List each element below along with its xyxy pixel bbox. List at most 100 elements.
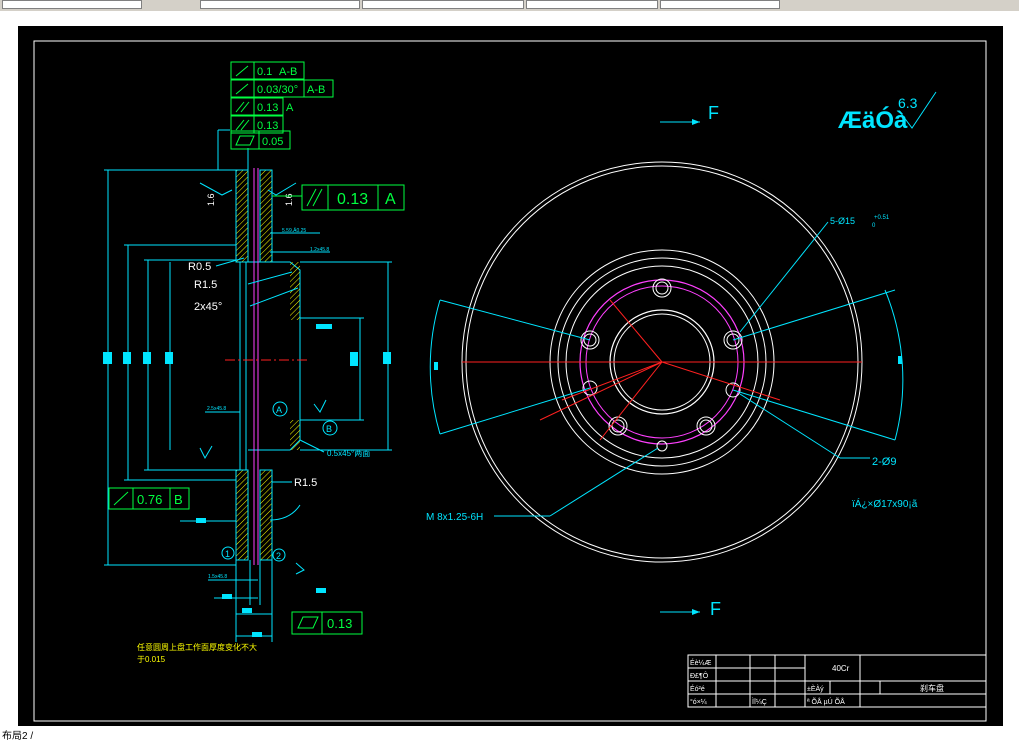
small-hole — [582, 380, 598, 396]
dim-text-small — [242, 608, 252, 613]
dim-text-178 — [123, 352, 131, 364]
dim-mark — [434, 362, 438, 370]
drawing-title: ÆäÓà — [838, 106, 908, 134]
front-view: 5-Ø15 +0.51 0 2-Ø9 M 8x1.25-6H ïÁ¿×Ø17x9… — [426, 91, 937, 619]
tb-checker: Ð£¶Ô — [690, 671, 709, 680]
angle-arc-left — [429, 299, 441, 435]
label-mark-2: 2 — [276, 551, 281, 561]
parallel-icon — [235, 119, 245, 131]
dim-text-side — [196, 518, 206, 523]
tol-0-datum: A-B — [279, 66, 297, 78]
toolbar-field-1[interactable] — [2, 0, 142, 9]
small-hole — [725, 382, 741, 398]
note-line-2: 于0.015 — [137, 655, 166, 664]
tol-3-value: 0.13 — [257, 120, 278, 132]
label-rough-left: 1.6 — [206, 193, 216, 206]
hub-hatch-bottom — [290, 420, 300, 450]
toolbar-field-4[interactable] — [526, 0, 658, 9]
drawing-paper[interactable] — [18, 26, 1003, 726]
section-wall-right-upper — [259, 169, 273, 263]
roughness-symbol-right — [267, 182, 297, 196]
callout-holes-5-tol: +0.51 — [874, 215, 890, 221]
bolt-holes — [580, 278, 743, 452]
runout-icon — [235, 83, 249, 95]
leader-holes-2 — [739, 393, 841, 459]
label-dim-mid: 2.5x45.8 — [207, 406, 226, 412]
runout-icon — [235, 65, 249, 77]
view-label-bottom: F — [710, 599, 721, 619]
mark-2-circle — [272, 548, 286, 562]
parallel-icon — [306, 188, 317, 207]
toolbar-field-3[interactable] — [362, 0, 524, 9]
tb-part-name: 刹车盘 — [920, 683, 944, 693]
dim-text-inner — [350, 352, 358, 366]
bolt-hole — [580, 330, 600, 350]
label-dim-12: 1.2x45.8 — [310, 247, 329, 253]
mark-1-circle — [221, 546, 235, 560]
view-label-top: F — [708, 103, 719, 123]
dim-text-mid — [316, 324, 332, 329]
tb-sheet-label: ª ÕÅ µÚ ÕÅ — [807, 697, 845, 706]
roughness-symbol-left — [199, 182, 233, 196]
big-tolerance-frame: 0.13 A — [272, 184, 405, 211]
runout-icon — [113, 491, 129, 506]
bolt-hole — [723, 330, 743, 350]
toolbar-field-5[interactable] — [660, 0, 780, 9]
tol-2-datum: A — [286, 102, 294, 114]
label-datum-b: B — [326, 424, 332, 434]
bolt-hole — [696, 416, 716, 436]
runout-datum: B — [174, 492, 183, 507]
hub-hatch-top — [290, 262, 300, 320]
leader-chamfer — [249, 287, 299, 307]
flatness-frame: 0.13 — [291, 611, 363, 635]
leader-r05 — [215, 257, 245, 267]
runout-value: 0.76 — [137, 492, 162, 507]
tb-approver: °ó×¼ — [690, 698, 707, 706]
label-r15-bottom: R1.5 — [294, 477, 317, 489]
roughness-symbol — [295, 562, 305, 575]
angle-arc-right — [884, 289, 904, 441]
callout-holes-5-tol-low: 0 — [872, 223, 876, 229]
tol-2-value: 0.13 — [257, 102, 278, 114]
tb-material: 40Cr — [832, 664, 850, 673]
label-mark-1: 1 — [225, 549, 230, 559]
dim-text-120 — [383, 352, 391, 364]
tol-4-value: 0.05 — [262, 136, 283, 148]
tol-1-value: 0.03/30° — [257, 84, 298, 96]
label-rough-right: 1.6 — [284, 193, 294, 206]
big-tol-datum: A — [385, 191, 396, 208]
layout-tab[interactable]: 布局2 / — [2, 731, 34, 742]
callout-holes-2: 2-Ø9 — [872, 456, 896, 468]
label-dim-bottom: 1.5x45.8 — [208, 574, 227, 580]
dim-text-115 — [165, 352, 173, 364]
big-tol-value: 0.13 — [337, 191, 368, 208]
flatness-value: 0.13 — [327, 616, 352, 631]
tb-designer: Éè¼Æ — [690, 658, 711, 667]
parallel-icon — [240, 101, 250, 113]
tb-scale-label: ±ÈÀý — [807, 684, 824, 693]
hub-profile-top — [248, 261, 301, 451]
roughness-value: 6.3 — [898, 95, 918, 111]
small-hole — [656, 440, 668, 452]
parallel-icon — [312, 188, 323, 207]
tol-0-value: 0.1 — [257, 66, 272, 78]
dim-text-small — [316, 588, 326, 593]
label-dim-top-small: 5.59.Ä0.25 — [282, 227, 306, 234]
toolbar-field-2[interactable] — [200, 0, 360, 9]
section-wall-left-upper — [235, 169, 249, 263]
callout-bolt: ïÁ¿×Ø17x90¡ã — [852, 497, 918, 510]
dim-text-small — [222, 594, 232, 599]
section-view: R0.5 R1.5 2x45° R1.5 0.5x45°两面 A B 1 2 5… — [103, 61, 405, 664]
label-r15-top: R1.5 — [194, 279, 217, 291]
callout-holes-5: 5-Ø15 — [830, 216, 855, 226]
note-line-1: 任意圆周上盘工作面厚度变化不大 — [137, 642, 257, 652]
tol-1-datum: A-B — [307, 84, 325, 96]
section-wall-right-lower — [259, 469, 273, 561]
tolerance-stack: 0.1 A-B 0.03/30° A-B 0.13 A 0.13 0.05 — [217, 61, 334, 171]
bolt-hole — [652, 278, 672, 298]
section-wall-left-lower — [235, 469, 249, 561]
tb-record: Ìî¼Ç — [752, 697, 767, 706]
flatness-icon — [297, 616, 319, 629]
dim-text-300 — [103, 352, 112, 364]
